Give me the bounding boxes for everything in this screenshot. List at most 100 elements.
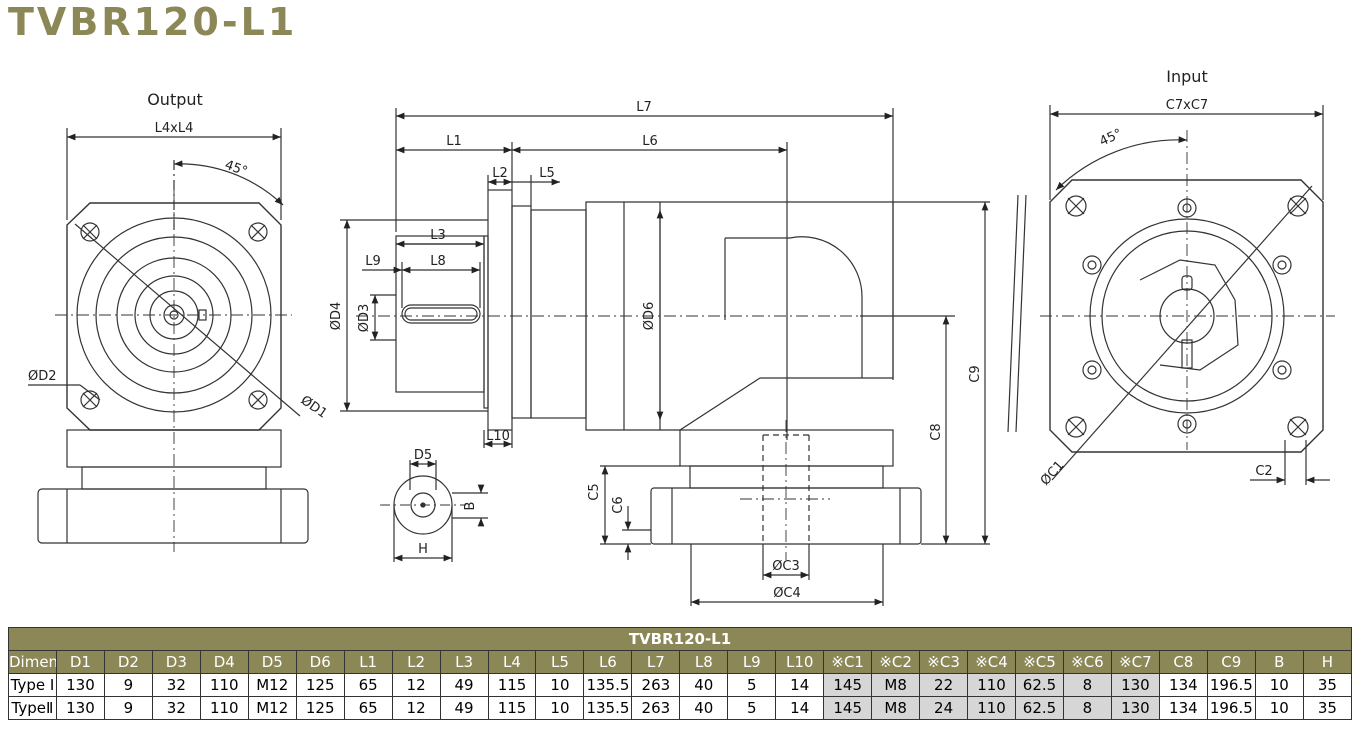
table-cell: 40 xyxy=(679,673,729,697)
table-cell: 32 xyxy=(151,673,201,697)
table-cell: 115 xyxy=(487,673,537,697)
header-l8: L8 xyxy=(679,650,729,674)
table-cell: 12 xyxy=(391,673,441,697)
table-cell: 22 xyxy=(919,673,969,697)
table-cell: 10 xyxy=(535,673,585,697)
table-cell: 5 xyxy=(727,696,777,720)
page-title: TVBR120-L1 xyxy=(8,0,298,44)
table-cell: 9 xyxy=(103,696,153,720)
header-l4: L4 xyxy=(487,650,537,674)
table-cell: 62.5 xyxy=(1015,673,1064,697)
dim-d1: ØD1 xyxy=(298,393,330,422)
table-cell: 62.5 xyxy=(1015,696,1064,720)
input-flange xyxy=(1049,179,1324,453)
header-c8: C8 xyxy=(1158,650,1208,674)
table-cell: M8 xyxy=(871,696,921,720)
header-c9: C9 xyxy=(1206,650,1256,674)
table-cell: 110 xyxy=(967,696,1017,720)
table-cell: 263 xyxy=(631,673,681,697)
shaft-section: D5 B H xyxy=(380,448,488,562)
table-cell: 130 xyxy=(1110,696,1160,720)
header-l2: L2 xyxy=(391,650,441,674)
table-cell: 32 xyxy=(151,696,201,720)
dim-h: H xyxy=(418,542,428,557)
dim-l1: L1 xyxy=(446,134,462,149)
table-cell: 49 xyxy=(439,696,489,720)
table-cell: 115 xyxy=(487,696,537,720)
header-l9: L9 xyxy=(727,650,777,674)
table-cell: 110 xyxy=(199,696,249,720)
dim-c8: C8 xyxy=(929,423,944,440)
header-d4: D4 xyxy=(199,650,249,674)
table-cell: 9 xyxy=(103,673,153,697)
header-l3: L3 xyxy=(439,650,489,674)
dim-c3: ØC3 xyxy=(772,559,800,574)
side-view: L7 L1 L6 L2 L5 L3 L8 L9 ØD3 xyxy=(329,100,990,606)
table-cell: 40 xyxy=(679,696,729,720)
header-l5: L5 xyxy=(535,650,585,674)
table-cell: 8 xyxy=(1062,673,1112,697)
header-h: H xyxy=(1302,650,1353,674)
table-cell: 135.5 xyxy=(583,696,633,720)
table-cell: 196.5 xyxy=(1206,673,1256,697)
dim-c1: ØC1 xyxy=(1038,458,1068,489)
table-cell: 130 xyxy=(55,673,105,697)
table-cell: 10 xyxy=(1254,696,1304,720)
table-cell: 145 xyxy=(823,673,873,697)
table-cell: 49 xyxy=(439,673,489,697)
table-cell: 263 xyxy=(631,696,681,720)
row-label: Type Ⅰ xyxy=(8,673,57,697)
dim-c4: ØC4 xyxy=(773,586,801,601)
header-c5: ※C5 xyxy=(1015,650,1064,674)
header-dimension: Dimension xyxy=(8,650,57,674)
header-d2: D2 xyxy=(103,650,153,674)
spec-table: TVBR120-L1 DimensionD1D2D3D4D5D6L1L2L3L4… xyxy=(8,627,1353,720)
table-cell: 10 xyxy=(535,696,585,720)
dim-l9: L9 xyxy=(365,254,381,269)
table-cell: 12 xyxy=(391,696,441,720)
dim-l8: L8 xyxy=(430,254,446,269)
table-cell: 134 xyxy=(1158,673,1208,697)
side-flange xyxy=(487,189,513,431)
header-c2: ※C2 xyxy=(871,650,921,674)
header-b: B xyxy=(1254,650,1304,674)
dim-c2: C2 xyxy=(1255,464,1272,479)
dim-l3: L3 xyxy=(430,228,446,243)
table-cell: 35 xyxy=(1302,696,1353,720)
header-l6: L6 xyxy=(583,650,633,674)
output-view: Output L4xL4 ØD1 45° xyxy=(28,90,330,552)
header-d3: D3 xyxy=(151,650,201,674)
header-l10: L10 xyxy=(775,650,825,674)
header-d5: D5 xyxy=(247,650,297,674)
table-cell: 135.5 xyxy=(583,673,633,697)
output-label: Output xyxy=(147,90,203,109)
input-view: Input C7xC7 45° xyxy=(1007,67,1335,489)
table-cell: 130 xyxy=(1110,673,1160,697)
table-cell: 110 xyxy=(967,673,1017,697)
header-d6: D6 xyxy=(295,650,345,674)
header-l7: L7 xyxy=(631,650,681,674)
dim-c9: C9 xyxy=(968,365,983,382)
mounting-holes xyxy=(80,222,268,410)
dim-l4xl4: L4xL4 xyxy=(155,121,194,136)
dim-b: B xyxy=(463,502,478,511)
header-l1: L1 xyxy=(343,650,393,674)
dim-l5: L5 xyxy=(539,166,555,181)
header-c3: ※C3 xyxy=(919,650,969,674)
dim-d4: ØD4 xyxy=(329,302,344,331)
table-cell: 110 xyxy=(199,673,249,697)
dim-d5: D5 xyxy=(414,448,432,463)
header-c1: ※C1 xyxy=(823,650,873,674)
table-cell: 8 xyxy=(1062,696,1112,720)
dim-d2: ØD2 xyxy=(28,369,57,384)
input-label: Input xyxy=(1166,67,1207,86)
table-cell: 14 xyxy=(775,696,825,720)
table-cell: 5 xyxy=(727,673,777,697)
header-c7: ※C7 xyxy=(1110,650,1160,674)
table-cell: 125 xyxy=(295,673,345,697)
table-cell: M8 xyxy=(871,673,921,697)
table-cell: 10 xyxy=(1254,673,1304,697)
table-cell: M12 xyxy=(247,673,297,697)
table-cell: 65 xyxy=(343,696,393,720)
